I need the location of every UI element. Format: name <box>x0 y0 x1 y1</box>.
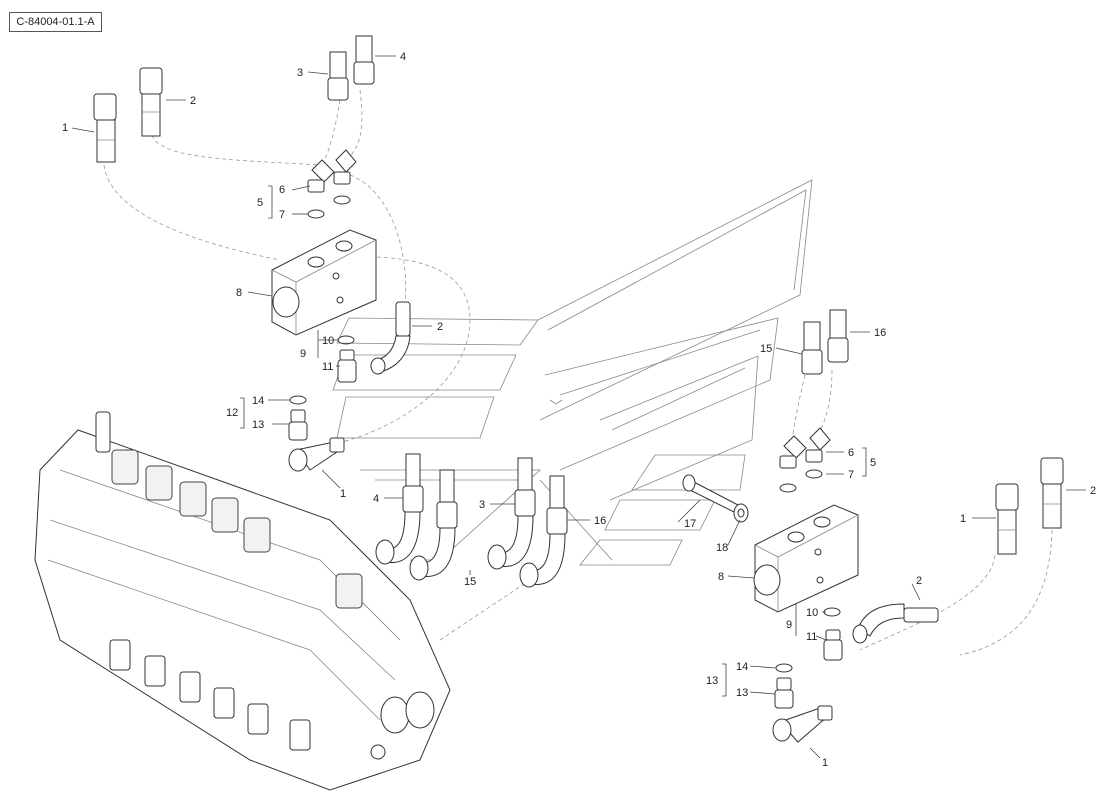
callout-right-10: 10 <box>806 607 818 619</box>
hose-fitting-4-center <box>375 453 424 565</box>
callout-right-11: 11 <box>806 631 817 643</box>
callout-left-7: 7 <box>279 209 285 221</box>
hose-elbow-1-left <box>288 437 345 472</box>
callout-right-13a: 13 <box>706 675 718 687</box>
hose-fitting-3-top <box>327 51 349 101</box>
callout-center-15: 15 <box>464 576 476 588</box>
hose-fitting-15-right <box>801 321 823 375</box>
callouts-center: 4 3 16 15 17 18 <box>373 493 728 588</box>
hose-fitting-16-center <box>519 475 568 588</box>
callout-center-4: 4 <box>373 493 379 505</box>
adapter-11-left <box>337 349 357 383</box>
callout-left-12: 12 <box>226 407 238 419</box>
stripe-2 <box>332 354 517 391</box>
stripe-4 <box>631 454 746 491</box>
hose-fitting-2-left <box>139 67 163 137</box>
adapter-11-right <box>823 629 843 661</box>
stripe-5 <box>604 499 716 531</box>
callouts-right: 15 16 6 5 7 1 2 8 2 10 9 11 14 13 13 1 <box>706 327 1096 769</box>
callout-left-10: 10 <box>322 335 334 347</box>
callout-center-18: 18 <box>716 542 728 554</box>
adapter-13-left <box>288 409 308 441</box>
bolt-17 <box>682 474 739 513</box>
callout-right-1b: 1 <box>822 757 828 769</box>
callout-right-2a: 2 <box>1090 485 1096 497</box>
callout-left-5: 5 <box>257 197 263 209</box>
elbow-fitting-6-right <box>779 427 831 469</box>
hose-fitting-1-left <box>93 93 117 163</box>
callout-left-14: 14 <box>252 395 264 407</box>
callout-right-16: 16 <box>874 327 886 339</box>
hose-fitting-2-right <box>1040 457 1064 529</box>
adapter-13-right <box>774 677 794 709</box>
callout-center-17: 17 <box>684 518 696 530</box>
leader-lines <box>71 55 1086 759</box>
callout-center-3: 3 <box>479 499 485 511</box>
callout-left-6: 6 <box>279 184 285 196</box>
callout-left-2a: 2 <box>190 95 196 107</box>
callout-left-1b: 1 <box>340 488 346 500</box>
callout-left-11: 11 <box>322 361 333 373</box>
hose-fitting-3-left-center <box>409 469 458 581</box>
callout-right-6: 6 <box>848 447 854 459</box>
callout-right-15: 15 <box>760 343 772 355</box>
hose-elbow-1-right <box>772 705 833 743</box>
callout-left-4: 4 <box>400 51 406 63</box>
callout-left-9: 9 <box>300 348 306 360</box>
elbow-fitting-6-left <box>307 149 357 193</box>
callout-right-1a: 1 <box>960 513 966 525</box>
stripe-1 <box>336 317 539 346</box>
callout-left-3: 3 <box>297 67 303 79</box>
callouts-left: 1 2 3 4 5 6 7 8 2 10 9 11 14 12 13 1 <box>62 51 443 500</box>
valve-section-caps <box>111 449 363 609</box>
o-ring-14-left <box>289 395 307 405</box>
hose-fitting-3-right-center <box>487 457 536 570</box>
hose-elbow-2-right <box>852 603 939 644</box>
o-ring-14-right <box>775 663 793 673</box>
manifold-block-8-left <box>271 229 377 336</box>
hose-assembly-center <box>375 453 749 588</box>
stripe-3 <box>336 396 495 439</box>
washer-18 <box>733 503 749 523</box>
callout-right-5: 5 <box>870 457 876 469</box>
o-ring-10-right <box>823 607 841 617</box>
hose-fitting-1-right <box>995 483 1019 555</box>
hose-routing-lines <box>103 89 1053 656</box>
callout-right-8: 8 <box>718 571 724 583</box>
callout-right-7: 7 <box>848 469 854 481</box>
callout-left-2b: 2 <box>437 321 443 333</box>
callout-center-16: 16 <box>594 515 606 527</box>
manifold-block-8-right <box>753 504 859 613</box>
callout-right-14: 14 <box>736 661 748 673</box>
hose-fitting-16-right <box>827 309 849 363</box>
valve-section-spools <box>109 639 311 751</box>
callout-left-1a: 1 <box>62 122 68 134</box>
hose-fitting-4-top <box>353 35 375 85</box>
callout-left-13: 13 <box>252 419 264 431</box>
drawing-reference-label: C-84004-01.1-A <box>9 12 102 32</box>
callout-right-9: 9 <box>786 619 792 631</box>
callout-right-13b: 13 <box>736 687 748 699</box>
o-ring-7-right <box>779 469 823 493</box>
control-valve-bank <box>34 411 451 791</box>
o-ring-7-left <box>307 195 351 219</box>
callout-right-2b: 2 <box>916 575 922 587</box>
stripe-6 <box>579 539 683 566</box>
hose-elbow-2-left <box>370 301 411 375</box>
callout-left-8: 8 <box>236 287 242 299</box>
